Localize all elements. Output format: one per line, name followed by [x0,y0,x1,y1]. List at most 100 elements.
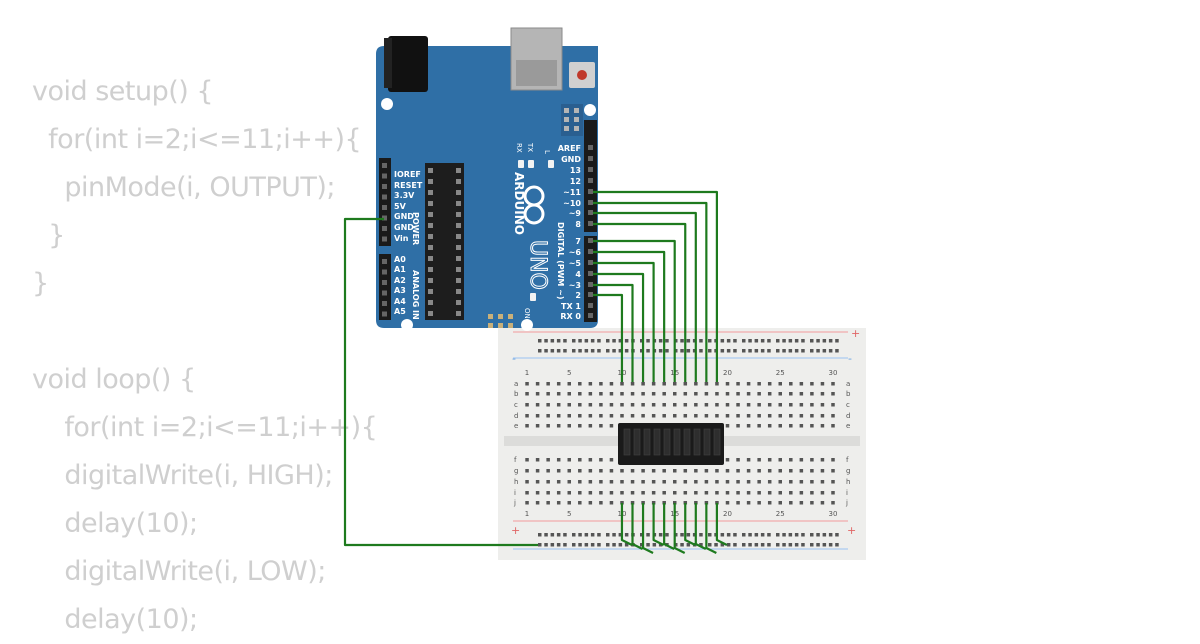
terminal-hole [725,403,730,407]
terminal-hole [799,458,804,462]
terminal-hole [715,382,719,386]
rail-hole [801,533,805,537]
terminal-hole [588,382,593,386]
rail-hole [665,533,669,537]
header-pin [588,178,593,183]
terminal-hole [694,392,698,396]
terminal-hole [651,469,656,473]
rail-hole [748,533,752,537]
l-label: L [543,150,551,154]
power-pin-label: RESET [394,181,423,190]
terminal-hole [525,392,529,396]
led-bar-graph [618,423,724,465]
rail-hole [680,533,684,537]
terminal-hole [673,480,677,484]
terminal-hole [588,424,593,428]
rail-hole [742,533,746,537]
rail-hole [544,543,548,547]
terminal-hole [767,424,772,428]
terminal-hole [641,469,645,473]
terminal-hole [757,469,761,473]
icsp-pin [488,323,493,328]
icsp-pin [508,323,513,328]
terminal-hole [609,424,614,428]
rail-hole [788,349,793,353]
terminal-hole [736,403,740,407]
rail-hole [754,533,759,537]
rail-hole [708,533,712,537]
rail-hole [544,339,548,343]
header-pin [382,173,387,179]
rail-hole [572,533,576,537]
atmega-chip [425,163,464,320]
terminal-hole [609,403,614,407]
digital-pin-label: TX 1 [561,302,581,311]
terminal-hole [704,403,709,407]
header-pin [588,167,593,172]
rail-hole [538,533,542,537]
terminal-hole [567,501,571,505]
terminal-hole [630,392,635,396]
analog-pin-label: A1 [394,265,406,274]
rail-hole [822,543,827,547]
terminal-hole [535,424,540,428]
terminal-hole [799,480,804,484]
terminal-hole [620,403,624,407]
rail-hole [742,543,746,547]
terminal-hole [683,501,688,505]
chip-pin [428,300,433,305]
row-letter: c [514,401,518,409]
terminal-hole [673,491,677,495]
rail-hole [538,349,542,353]
terminal-hole [820,403,825,407]
terminal-hole [683,491,688,495]
rail-hole [640,339,644,343]
terminal-hole [694,469,698,473]
rail-hole [692,339,697,343]
status-led [530,293,536,301]
terminal-hole [778,469,782,473]
chip-pin [456,223,461,228]
column-number: 30 [828,369,837,377]
ground-wire [694,503,707,550]
led-segment [703,428,711,456]
terminal-hole [546,501,550,505]
terminal-hole [736,424,740,428]
terminal-hole [736,382,740,386]
rail-hole [742,339,746,343]
terminal-hole [535,491,540,495]
terminal-hole [715,480,719,484]
header-pin [382,290,387,296]
terminal-hole [620,501,624,505]
terminal-hole [535,382,540,386]
chip-pin [428,179,433,184]
terminal-hole [767,480,772,484]
terminal-hole [673,382,677,386]
terminal-hole [725,414,730,418]
terminal-hole [651,480,656,484]
terminal-hole [546,392,550,396]
header-pin [588,145,593,150]
rail-minus-label: - [848,352,852,365]
terminal-hole [662,382,666,386]
ground-wire [663,503,675,550]
terminal-hole [567,469,571,473]
rail-hole [816,349,820,353]
row-letter: e [846,422,850,430]
rail-hole [776,533,780,537]
rail-hole [538,339,542,343]
terminal-hole [757,392,761,396]
rail-hole [665,339,669,343]
rail-hole [810,349,814,353]
usb-connector-inner [516,60,557,86]
rail-hole [640,533,644,537]
rail-hole [640,349,644,353]
status-led [528,160,534,168]
mounting-hole [521,319,533,331]
row-letter: g [514,467,518,475]
rail-hole [578,349,582,353]
rail-hole [733,339,737,343]
led-segment [643,428,651,456]
terminal-hole [704,491,709,495]
row-letter: i [514,489,516,497]
